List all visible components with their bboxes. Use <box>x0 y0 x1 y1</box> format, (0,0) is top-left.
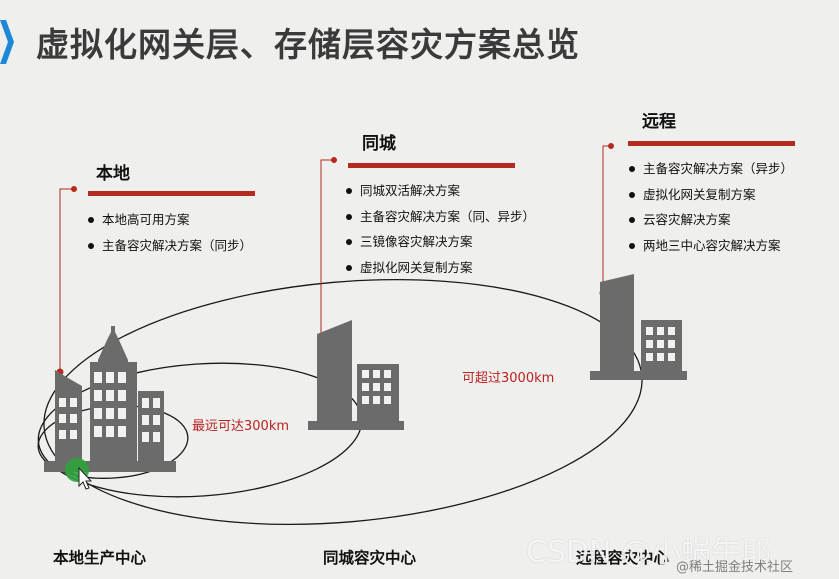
tier-remote-title: 远程 <box>642 112 676 132</box>
building-icon <box>308 320 404 430</box>
distance-near-label: 最远可达300km <box>192 419 290 434</box>
watermark-csdn: CSDN @小蜗牛耶 <box>526 535 772 570</box>
tier-local-list: 本地高可用方案 主备容灾解决方案（同步） <box>88 207 252 258</box>
site-metro-label: 同城容灾中心 <box>323 549 417 567</box>
list-item: 主备容灾解决方案（同、异步） <box>346 204 535 230</box>
tier-metro-title: 同城 <box>362 134 396 154</box>
metro-title-bar <box>348 163 515 168</box>
tier-remote-list: 主备容灾解决方案（异步） 虚拟化网关复制方案 云容灾解决方案 两地三中心容灾解决… <box>629 156 793 258</box>
local-leader-line <box>59 188 74 372</box>
list-item: 三镜像容灾解决方案 <box>346 229 535 255</box>
tier-metro-list: 同城双活解决方案 主备容灾解决方案（同、异步） 三镜像容灾解决方案 虚拟化网关复… <box>346 178 535 280</box>
list-item: 主备容灾解决方案（异步） <box>629 156 793 182</box>
list-item: 虚拟化网关复制方案 <box>629 182 793 208</box>
distance-far-label: 可超过3000km <box>462 371 555 386</box>
list-item: 本地高可用方案 <box>88 207 252 233</box>
list-item: 云容灾解决方案 <box>629 207 793 233</box>
site-local-label: 本地生产中心 <box>53 549 147 567</box>
metro-leader-line <box>320 159 334 350</box>
page-title: 虚拟化网关层、存储层容灾方案总览 <box>36 25 580 64</box>
list-item: 同城双活解决方案 <box>346 178 535 204</box>
list-item: 虚拟化网关复制方案 <box>346 255 535 281</box>
list-item: 主备容灾解决方案（同步） <box>88 233 252 259</box>
local-title-bar <box>88 191 255 196</box>
remote-leader-line <box>602 145 611 290</box>
tier-local-title: 本地 <box>96 164 130 184</box>
watermark-juejin: @稀土掘金技术社区 <box>676 560 794 575</box>
site-remote-label: 远程容灾中心 <box>576 549 670 567</box>
remote-title-bar <box>628 141 795 146</box>
list-item: 两地三中心容灾解决方案 <box>629 233 793 259</box>
cursor-icon <box>78 466 93 490</box>
chevron-icon <box>0 20 14 64</box>
